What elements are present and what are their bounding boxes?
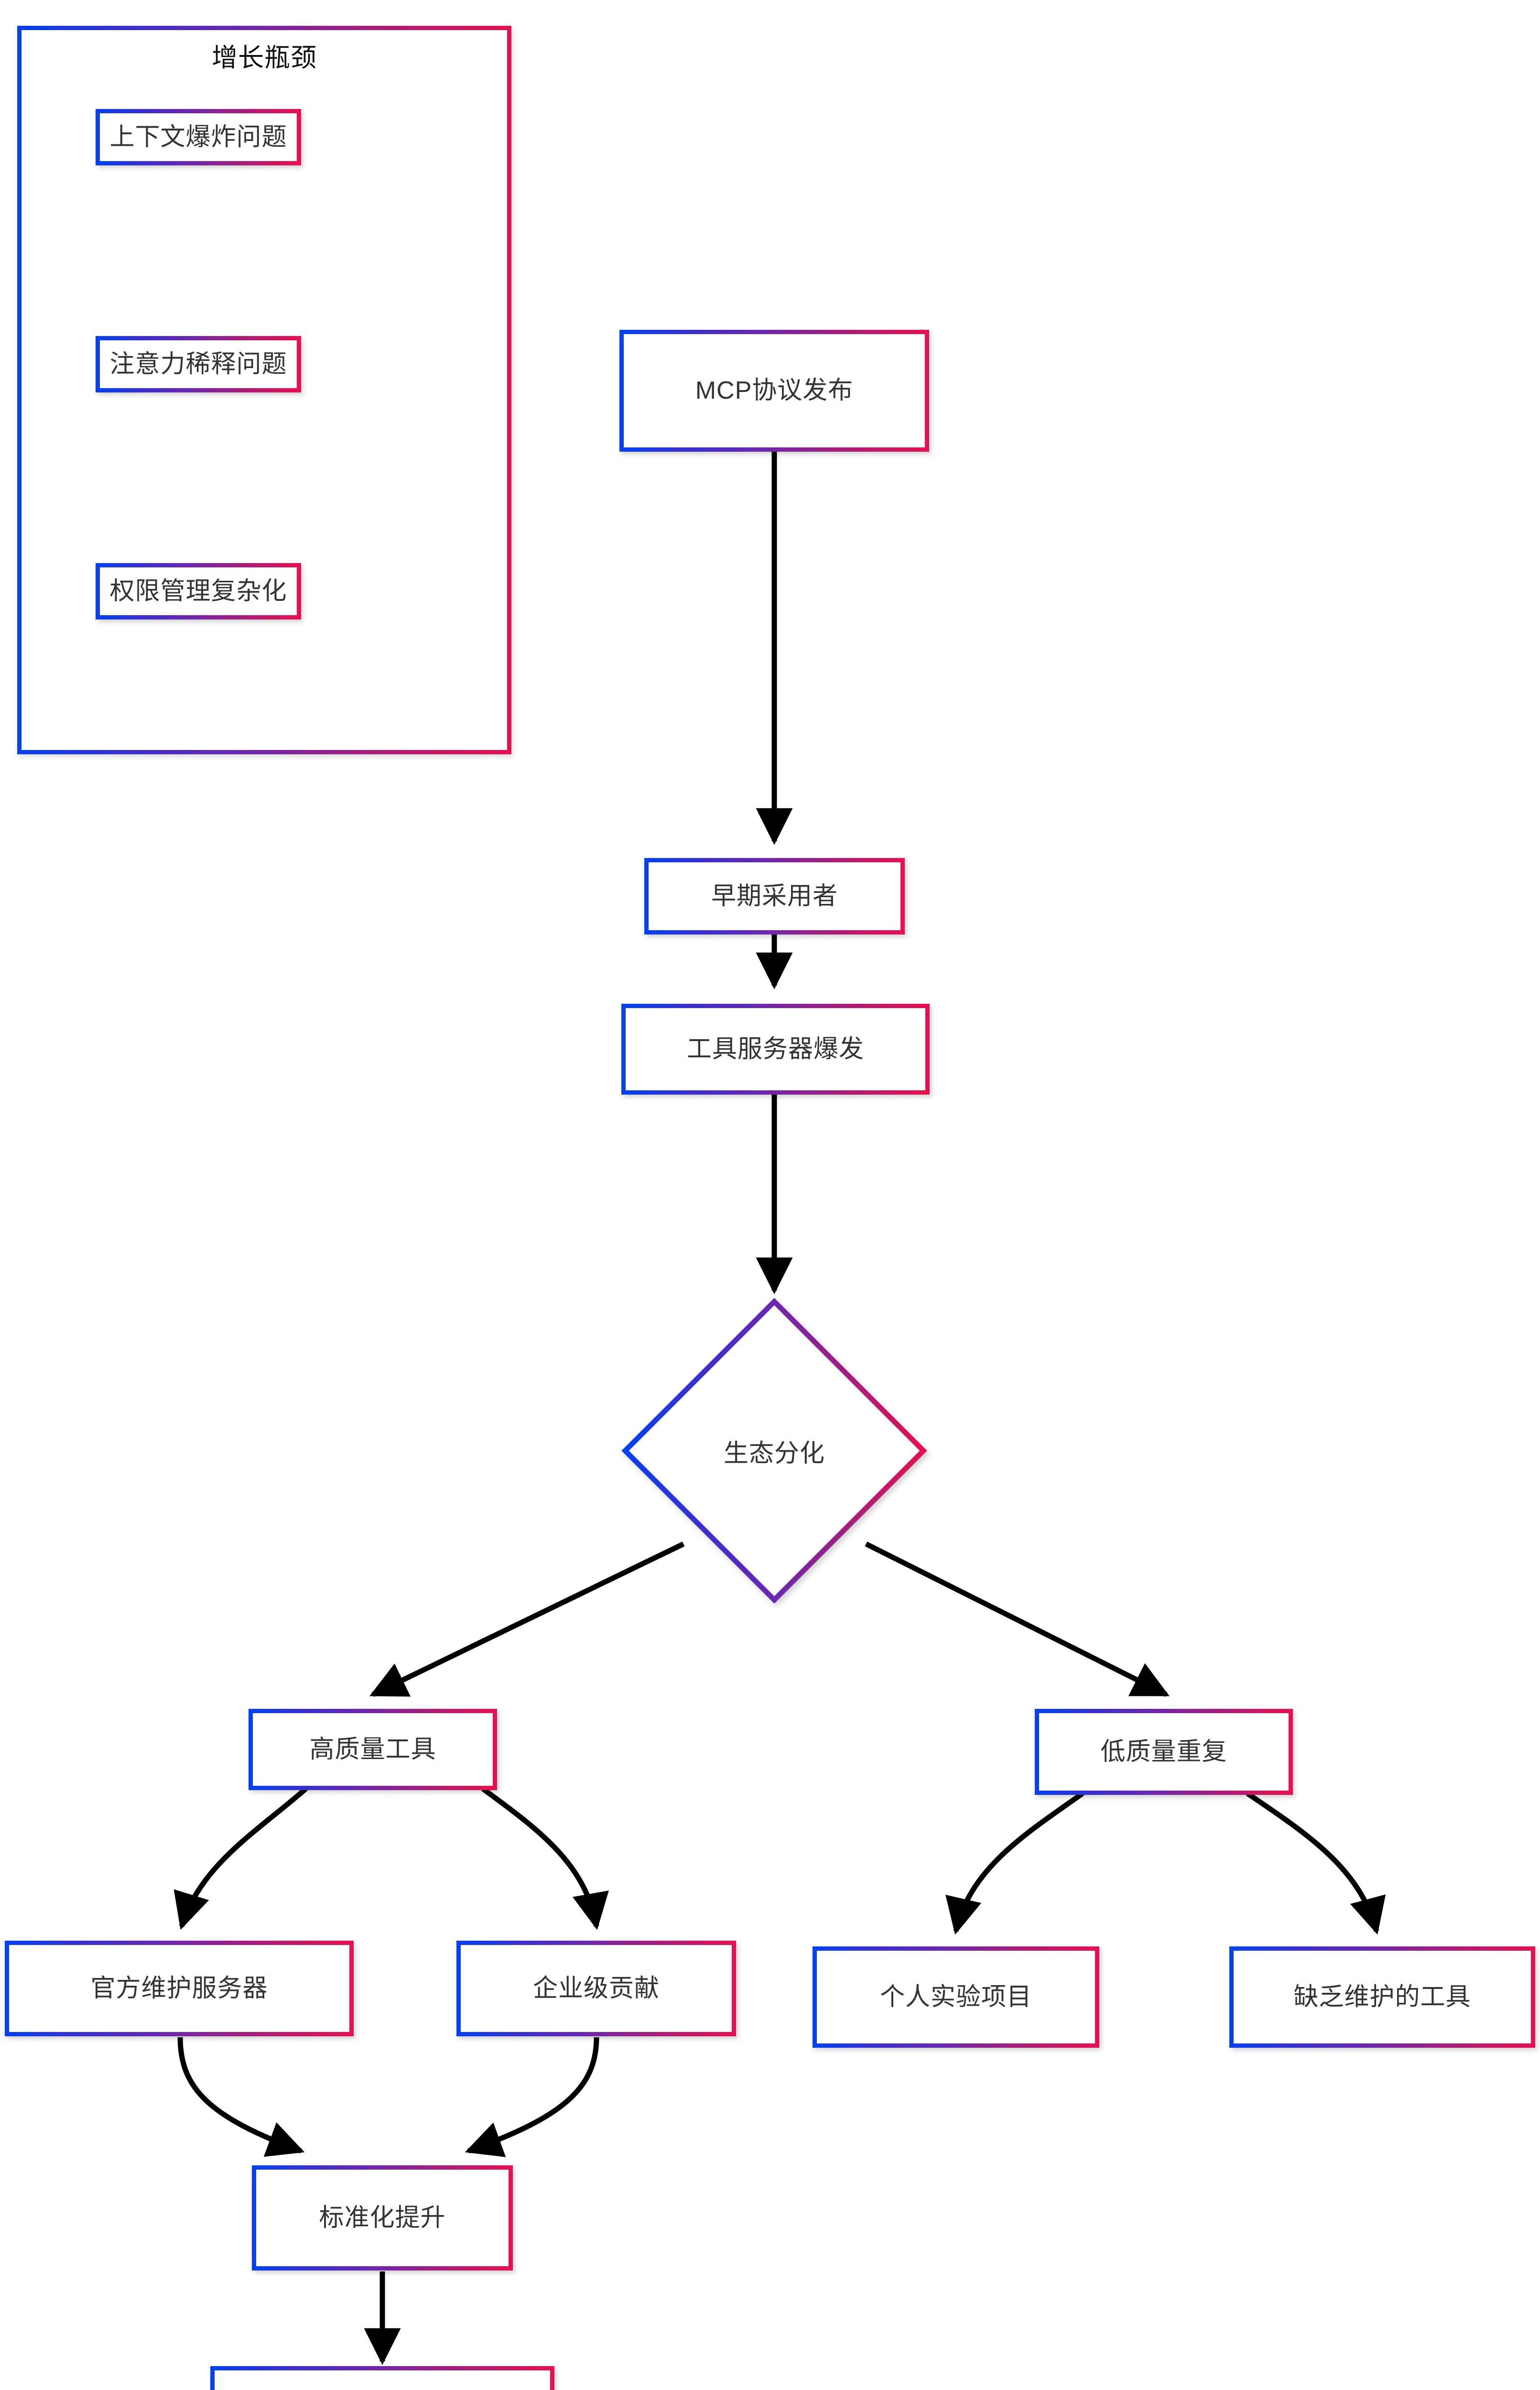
node-label: 工具服务器爆发 [686,1035,864,1063]
node-label: 标准化提升 [319,2204,446,2232]
node-label: 生态分化 [723,1439,825,1467]
node-low-quality-duplication[interactable]: 低质量重复 [1035,1709,1293,1795]
node-label: 注意力稀释问题 [109,350,287,378]
edge-f-to-h [174,1786,308,1930]
node-mcp-protocol-release[interactable]: MCP协议发布 [619,330,929,452]
node-label: 高质量工具 [309,1735,436,1763]
node-label: 个人实验项目 [879,1983,1032,2011]
node-label: 低质量重复 [1100,1738,1227,1766]
node-tool-discovery-platform[interactable]: 工具发现平台出现 [210,2366,554,2390]
node-high-quality-tools[interactable]: 高质量工具 [249,1709,497,1790]
node-standardization-improvement[interactable]: 标准化提升 [252,2165,513,2270]
node-label: 企业级贡献 [532,1974,660,2002]
edge-i-to-l [465,2037,599,2157]
node-label: MCP协议发布 [695,377,854,405]
node-unmaintained-tools[interactable]: 缺乏维护的工具 [1229,1946,1535,2048]
node-label: 权限管理复杂化 [109,577,287,605]
node-label: 缺乏维护的工具 [1293,1983,1471,2011]
node-permission-complexity[interactable]: 权限管理复杂化 [96,563,301,619]
node-early-adopters[interactable]: 早期采用者 [644,858,905,934]
node-context-explosion[interactable]: 上下文爆炸问题 [96,109,301,165]
edge-g-to-j [945,1791,1085,1935]
node-label: 官方维护服务器 [90,1974,268,2002]
node-attention-dilution[interactable]: 注意力稀释问题 [96,336,301,392]
edge-f-to-i [481,1786,609,1930]
node-ecosystem-divergence[interactable]: 生态分化 [621,1298,927,1604]
node-tool-server-explosion[interactable]: 工具服务器爆发 [621,1004,930,1095]
cluster-title: 增长瓶颈 [212,43,317,72]
node-label: 上下文爆炸问题 [109,123,287,151]
node-label: 早期采用者 [711,882,838,910]
edge-g-to-k [1246,1791,1386,1935]
node-enterprise-contribution[interactable]: 企业级贡献 [456,1941,736,2036]
node-personal-experiment-project[interactable]: 个人实验项目 [813,1946,1099,2048]
node-official-maintained-server[interactable]: 官方维护服务器 [5,1941,354,2036]
edge-h-to-l [177,2037,305,2157]
